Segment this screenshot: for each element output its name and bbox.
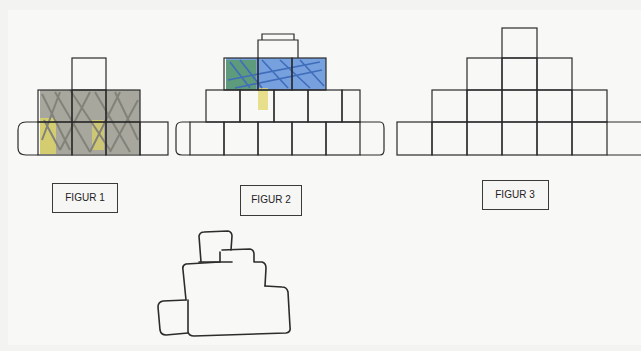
figure-label-box: FIGUR 2 [240,185,302,216]
paper-sheet [8,10,641,345]
crayon-fill [226,58,326,110]
square-grid [18,58,168,155]
square-grid [176,34,384,155]
figure-label-box: FIGUR 3 [482,180,549,210]
hand-drawing [158,231,290,336]
square-grid [397,28,641,155]
figure-label: FIGUR 1 [65,192,104,204]
figure-label-box: FIGUR 1 [52,183,118,213]
figure-label: FIGUR 3 [495,189,534,201]
figure-label: FIGUR 2 [251,194,290,206]
